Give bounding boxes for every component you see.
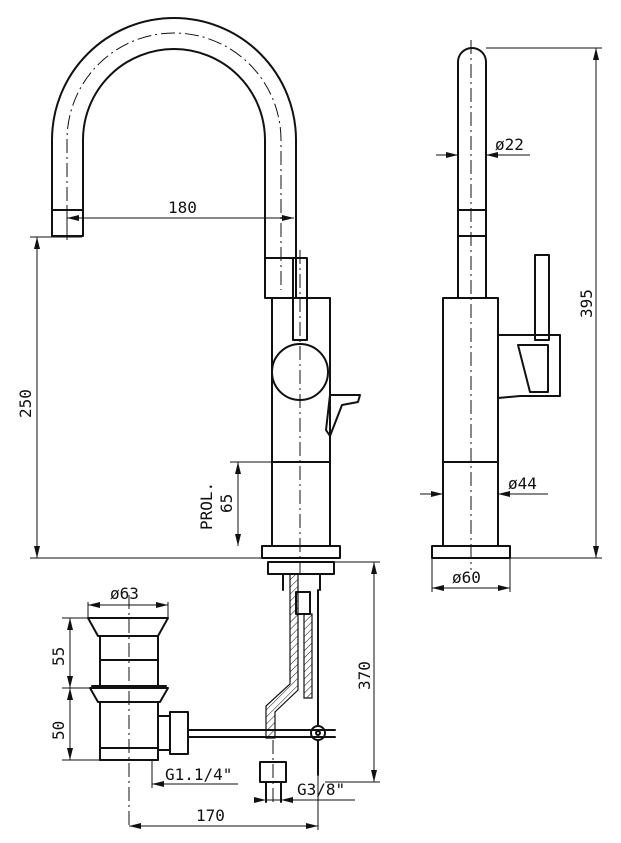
dim-supply-length-label: 370 [355,661,374,690]
dim-projection-label-1: PROL. [197,482,216,530]
dim-waste-to-supply: 170 [129,775,319,830]
dim-waste-flange-diameter: ø63 [87,584,169,618]
lever-arm [325,394,361,437]
dim-supply-length: 370 [325,561,380,783]
dim-spout-reach: 180 [66,198,294,240]
side-spout-tube [457,47,487,299]
spout-centerline [66,32,282,290]
dim-supply-thread-label: G3/8" [297,780,345,799]
spout-inner-arc [82,48,266,259]
dim-body-diameter: ø44 [420,474,548,497]
supply-assembly [259,561,335,805]
dim-spout-tube-diameter-label: ø22 [495,135,524,154]
base-plate [261,545,341,559]
supply-hose-left [265,573,299,739]
dim-waste-lower-height-label: 50 [49,721,68,740]
supply-hose-right [303,613,313,699]
body-lower [271,461,331,547]
dim-waste-to-supply-label: 170 [196,806,225,825]
waste-flange [87,617,169,637]
dim-waste-thread: G1.1/4" [151,760,238,788]
dim-body-diameter-label: ø44 [508,474,537,493]
dim-base-diameter-label: ø60 [452,568,481,587]
dim-total-height: 395 [486,47,602,559]
dim-waste-thread-label: G1.1/4" [165,765,232,784]
dim-waste-upper-height: 55 [49,617,90,689]
dim-spout-tube-diameter: ø22 [436,135,530,158]
spout-outer-arc [51,17,297,259]
dim-spout-height: 250 [16,236,262,559]
dim-waste-lower-height: 50 [49,688,100,761]
waste-assembly [87,595,336,825]
dim-total-height-label: 395 [577,289,596,318]
dim-spout-height-label: 250 [16,389,35,418]
dim-waste-flange-diameter-label: ø63 [110,584,139,603]
side-lever [534,254,550,341]
dim-base-diameter: ø60 [431,558,511,592]
side-view [431,40,561,570]
dim-supply-thread: G3/8" [254,780,355,803]
dim-spout-reach-label: 180 [168,198,197,217]
dim-waste-upper-height-label: 55 [49,647,68,666]
body-upper [271,297,331,463]
dim-projection-label-2: 65 [217,494,236,513]
waste-nut [157,715,171,751]
mounting-plate [267,561,335,575]
front-view [51,17,361,575]
dim-projection: PROL. 65 [197,461,272,546]
waste-clamp [89,687,169,703]
side-handle-block [497,334,561,399]
